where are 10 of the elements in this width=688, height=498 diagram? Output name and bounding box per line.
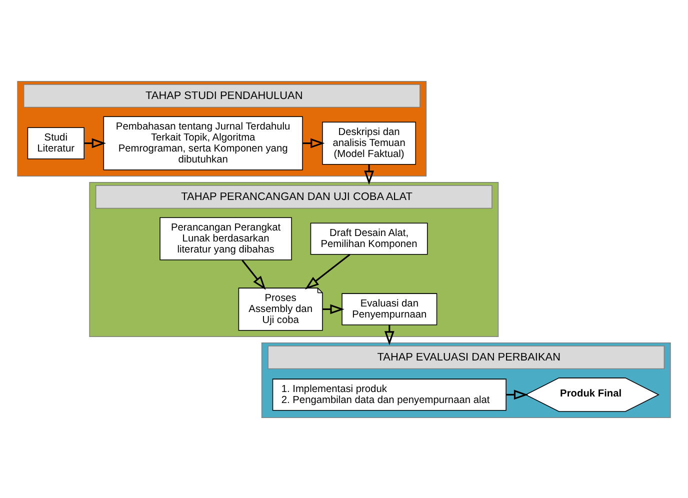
- arrow: [506, 389, 528, 400]
- node-box: Draft Desain Alat, Pemilihan Komponen: [310, 222, 428, 254]
- node-box: Deskripsi dan analisis Temuan (Model Faktual): [322, 121, 416, 164]
- arrow: [304, 253, 350, 289]
- node-box: Studi Literatur: [27, 126, 84, 159]
- node-box: Pembahasan tentang Jurnal Terdahulu Terkait Topik, Algoritma Pemrograman, serta Komponen yang dibutuhkan: [103, 116, 303, 170]
- node-box: 1. Implementasi produk 2. Pengambilan data dan penyempurnaan alat: [272, 378, 506, 410]
- node-box: Evaluasi dan Penyempurnaan: [342, 292, 438, 325]
- node-box: Perancangan Perangkat Lunak berdasarkan literatur yang dibahas: [160, 216, 292, 260]
- arrow: [242, 259, 266, 290]
